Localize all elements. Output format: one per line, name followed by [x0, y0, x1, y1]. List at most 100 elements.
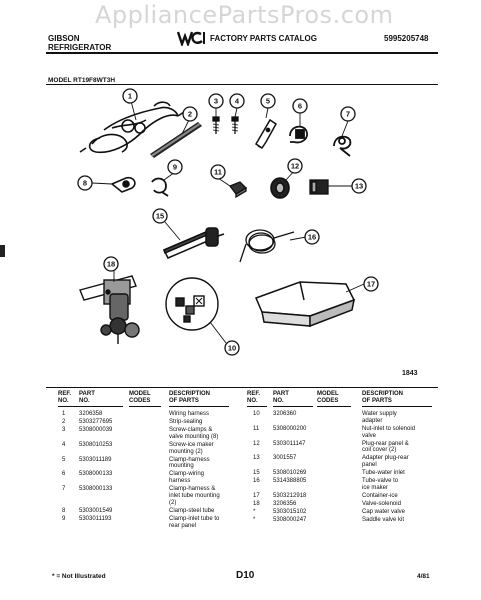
description-cell: Clamp-harness & — [169, 486, 216, 493]
description-cell: Tube-water inlet — [362, 470, 405, 477]
callout-18: 18 — [103, 256, 119, 272]
brand-line-2: REFRIGERATOR — [48, 43, 112, 52]
brand-title: GIBSON REFRIGERATOR — [48, 34, 111, 52]
callout-label: 12 — [291, 162, 299, 171]
description-cell: mounting (2) — [169, 448, 203, 455]
ref-no-cell: 13 — [253, 455, 260, 462]
part-no-cell: 5303011189 — [79, 456, 112, 463]
header-underline — [58, 406, 80, 408]
callout-8: 8 — [77, 175, 93, 191]
part-no-cell: 5308000133 — [79, 486, 113, 493]
header-underline — [79, 406, 123, 408]
inlet-clamp-illustration — [333, 135, 352, 157]
callout-13: 13 — [351, 178, 367, 194]
callout-label: 6 — [298, 102, 302, 111]
ref-no-cell: 17 — [253, 493, 260, 499]
description-cell: harness — [169, 478, 191, 485]
page-number: D10 — [236, 570, 255, 581]
part-no-cell: 5308000200 — [273, 425, 307, 432]
part-no-cell: 5308010253 — [79, 441, 113, 448]
wiring-harness-illustration — [79, 101, 185, 154]
description-cell: Water supply — [362, 411, 397, 417]
description-cell: panel — [362, 462, 377, 469]
callout-11: 11 — [210, 164, 226, 180]
revision-date: 4/81 — [417, 573, 430, 580]
description-cell: Clamp-wiring — [169, 471, 205, 478]
header-underline — [169, 406, 229, 408]
brand-line-1: GIBSON — [48, 34, 80, 43]
ref-no-cell: 4 — [62, 441, 66, 448]
wci-logo-icon — [176, 30, 205, 48]
water-supply-adapter-illustration — [165, 277, 219, 331]
model-label: MODEL RT19F8WT3H — [48, 77, 116, 84]
nut-illustration — [228, 181, 248, 199]
ref-no-header-left: REF.NO. — [58, 391, 72, 404]
part-no-cell: 5303015102 — [273, 509, 307, 515]
callout-17: 17 — [363, 276, 379, 292]
water-inlet-tube-illustration — [162, 227, 225, 259]
callout-15: 15 — [152, 208, 168, 224]
callout-label: 17 — [367, 280, 375, 289]
callout-7: 7 — [340, 106, 356, 122]
part-no-cell: 5308000133 — [79, 471, 113, 478]
header-underline — [273, 406, 313, 408]
header-underline — [362, 406, 432, 408]
callout-label: 18 — [107, 260, 115, 269]
binding-mark — [0, 245, 5, 257]
ref-no-cell: 9 — [62, 515, 66, 522]
watermark: AppliancePartsPros.com — [95, 1, 394, 29]
callout-10: 10 — [224, 340, 240, 356]
description-cell: Cap water valve — [362, 509, 406, 515]
model-rule — [46, 84, 438, 86]
ref-no-cell: 12 — [253, 440, 260, 447]
part-no-cell: 5303212918 — [273, 493, 307, 499]
description-cell: Clamp-harness — [169, 456, 210, 463]
ref-no-cell: 8 — [62, 507, 66, 514]
wiring-clamp-illustration — [289, 125, 308, 144]
callout-16: 16 — [304, 229, 320, 245]
ref-no-cell: 11 — [253, 425, 260, 432]
callout-12: 12 — [287, 158, 303, 174]
adapter-plug-illustration — [309, 179, 329, 195]
callout-label: 10 — [228, 344, 236, 353]
sealing-strip-illustration — [150, 122, 202, 158]
ref-no-cell: 16 — [253, 478, 260, 485]
screw-illustration — [212, 116, 239, 134]
description-cell: Tube-valve to — [362, 478, 399, 485]
ice-container-illustration — [254, 281, 356, 328]
ref-no-cell: 15 — [253, 470, 260, 477]
description-cell: rear panel — [169, 522, 197, 529]
ref-no-cell: * — [253, 517, 256, 523]
part-no-cell: 5303011193 — [79, 515, 112, 522]
table-top-rule — [46, 387, 438, 389]
description-cell: Saddle valve kit — [362, 517, 405, 523]
ref-no-cell: 5 — [62, 456, 66, 463]
description-cell: Clamp-inlet tube to — [169, 515, 220, 522]
part-no-cell: 3206360 — [273, 411, 297, 417]
clamp-bracket-illustration — [254, 118, 277, 150]
part-no-cell: 5303001549 — [79, 507, 113, 514]
callout-label: 11 — [214, 168, 222, 177]
diagram-code: 1843 — [402, 370, 418, 377]
description-cell: Clamp-steel tube — [169, 507, 215, 514]
part-no-cell: 5314388805 — [273, 478, 307, 485]
callout-label: 8 — [83, 179, 87, 188]
part-no-cell: 5303277695 — [79, 419, 113, 425]
description-cell: Screw-clamps & — [169, 427, 213, 433]
callout-1: 1 — [122, 88, 138, 104]
part-no-cell: 3206356 — [273, 501, 297, 507]
catalog-title: FACTORY PARTS CATALOG — [210, 34, 317, 43]
description-cell: Nut-inlet to solenoid — [362, 425, 416, 432]
callout-label: 7 — [346, 110, 350, 119]
description-cell: Strip-sealing — [169, 419, 203, 425]
description-cell: mounting — [169, 463, 194, 470]
ref-no-cell: 18 — [253, 501, 260, 507]
callout-label: 4 — [235, 97, 240, 106]
callout-6: 6 — [292, 98, 308, 114]
